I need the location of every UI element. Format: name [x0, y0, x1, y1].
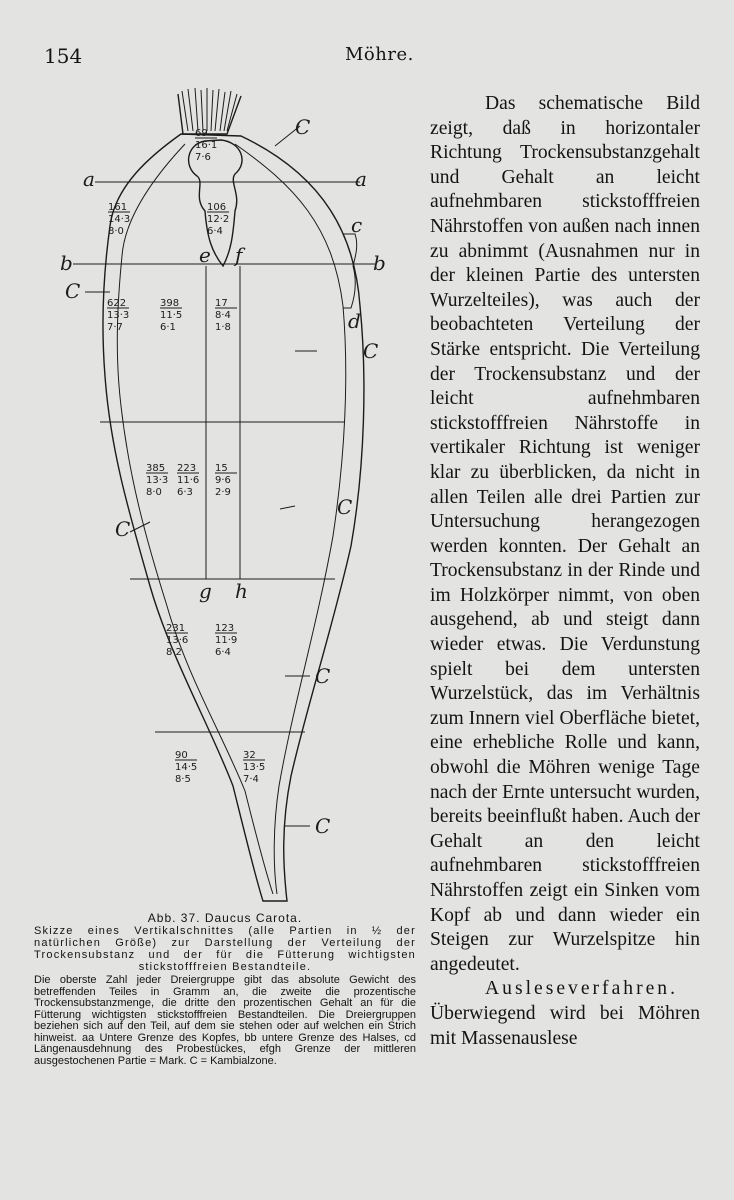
value-group-number: 12·2: [207, 214, 229, 225]
outer-contour: [102, 133, 365, 902]
label-C-right-bottom: C: [315, 814, 330, 838]
figure-caption: Abb. 37. Daucus Carota. Skizze eines Ver…: [34, 912, 416, 1067]
value-group-number: 8·4: [215, 310, 231, 321]
value-group-number: 6·3: [177, 487, 193, 498]
value-group-number: 11·5: [160, 310, 182, 321]
label-a-left: a: [83, 167, 95, 191]
value-group-number: 13·6: [166, 635, 188, 646]
value-group-number: 11·9: [215, 635, 237, 646]
value-group-number: 223: [177, 463, 196, 474]
label-f: f: [233, 243, 246, 267]
value-group-number: 1·8: [215, 322, 231, 333]
leaf-stubs: [177, 87, 242, 135]
value-group-number: 13·3: [146, 475, 168, 486]
value-group-number: 231: [166, 623, 185, 634]
value-group-number: 622: [107, 298, 126, 309]
value-group-number: 8·2: [166, 647, 182, 658]
section-heading-text: Ausleseverfahren.: [485, 978, 678, 1000]
value-group-number: 7·4: [243, 774, 259, 785]
paragraph-2: Überwiegend wird bei Möhren mit Massenau…: [430, 1002, 700, 1049]
label-b-left: b: [60, 251, 73, 275]
value-groups: 6916·17·616114·38·010612·26·462213·37·73…: [107, 128, 265, 785]
value-group-number: 123: [215, 623, 234, 634]
label-g: g: [199, 579, 212, 603]
value-group-number: 32: [243, 750, 256, 761]
caption-description: Skizze eines Vertikalschnittes (alle Par…: [34, 925, 416, 973]
label-b-right: b: [373, 251, 386, 275]
value-group-number: 15: [215, 463, 228, 474]
caption-note: Die oberste Zahl jeder Dreiergruppe gibt…: [34, 974, 416, 1067]
value-group-number: 6·1: [160, 322, 176, 333]
body-text: Das schematische Bild zeigt, daß in hori…: [430, 92, 700, 1051]
value-group-number: 6·4: [207, 226, 223, 237]
label-d: d: [348, 309, 361, 333]
figure-drawing: a a b b c d e f g h C C C C C C C 6916·1…: [60, 87, 386, 902]
value-group-number: 17: [215, 298, 228, 309]
value-group-number: 6·4: [215, 647, 231, 658]
value-group-number: 13·5: [243, 762, 265, 773]
value-group-number: 11·6: [177, 475, 199, 486]
label-c: c: [351, 213, 362, 237]
value-group-number: 69: [195, 128, 208, 139]
page-number: 154: [44, 44, 83, 68]
value-group-number: 13·3: [107, 310, 129, 321]
value-group-number: 90: [175, 750, 188, 761]
label-C-right-lower: C: [315, 664, 330, 688]
value-group-number: 14·3: [108, 214, 130, 225]
label-e: e: [199, 243, 211, 267]
caption-title: Abb. 37. Daucus Carota.: [147, 911, 303, 925]
value-group-number: 385: [146, 463, 165, 474]
value-group-number: 7·6: [195, 152, 211, 163]
label-C-right-upper: C: [363, 339, 378, 363]
label-C-top: C: [295, 115, 310, 139]
value-group-number: 106: [207, 202, 226, 213]
label-h: h: [235, 579, 248, 603]
value-group-number: 398: [160, 298, 179, 309]
section-heading: Ausleseverfahren.: [430, 977, 700, 1002]
running-title: Möhre.: [345, 44, 414, 65]
value-group-number: 7·7: [107, 322, 123, 333]
value-group-number: 14·5: [175, 762, 197, 773]
core-head: [187, 139, 243, 268]
value-group: 178·41·8: [215, 298, 237, 333]
cambial-zone-contour: [116, 143, 347, 895]
value-group-number: 9·6: [215, 475, 231, 486]
value-group: 159·62·9: [215, 463, 237, 498]
paragraph-1: Das schematische Bild zeigt, daß in hori…: [430, 93, 700, 975]
value-group-number: 16·1: [195, 140, 217, 151]
label-C-right-middle: C: [337, 495, 352, 519]
value-group-number: 161: [108, 202, 127, 213]
value-group-number: 8·0: [146, 487, 162, 498]
value-group-number: 2·9: [215, 487, 231, 498]
label-a-right: a: [355, 167, 367, 191]
value-group-number: 8·5: [175, 774, 191, 785]
label-C-left-upper: C: [65, 279, 80, 303]
value-group-number: 8·0: [108, 226, 124, 237]
label-C-left-middle: C: [115, 517, 130, 541]
